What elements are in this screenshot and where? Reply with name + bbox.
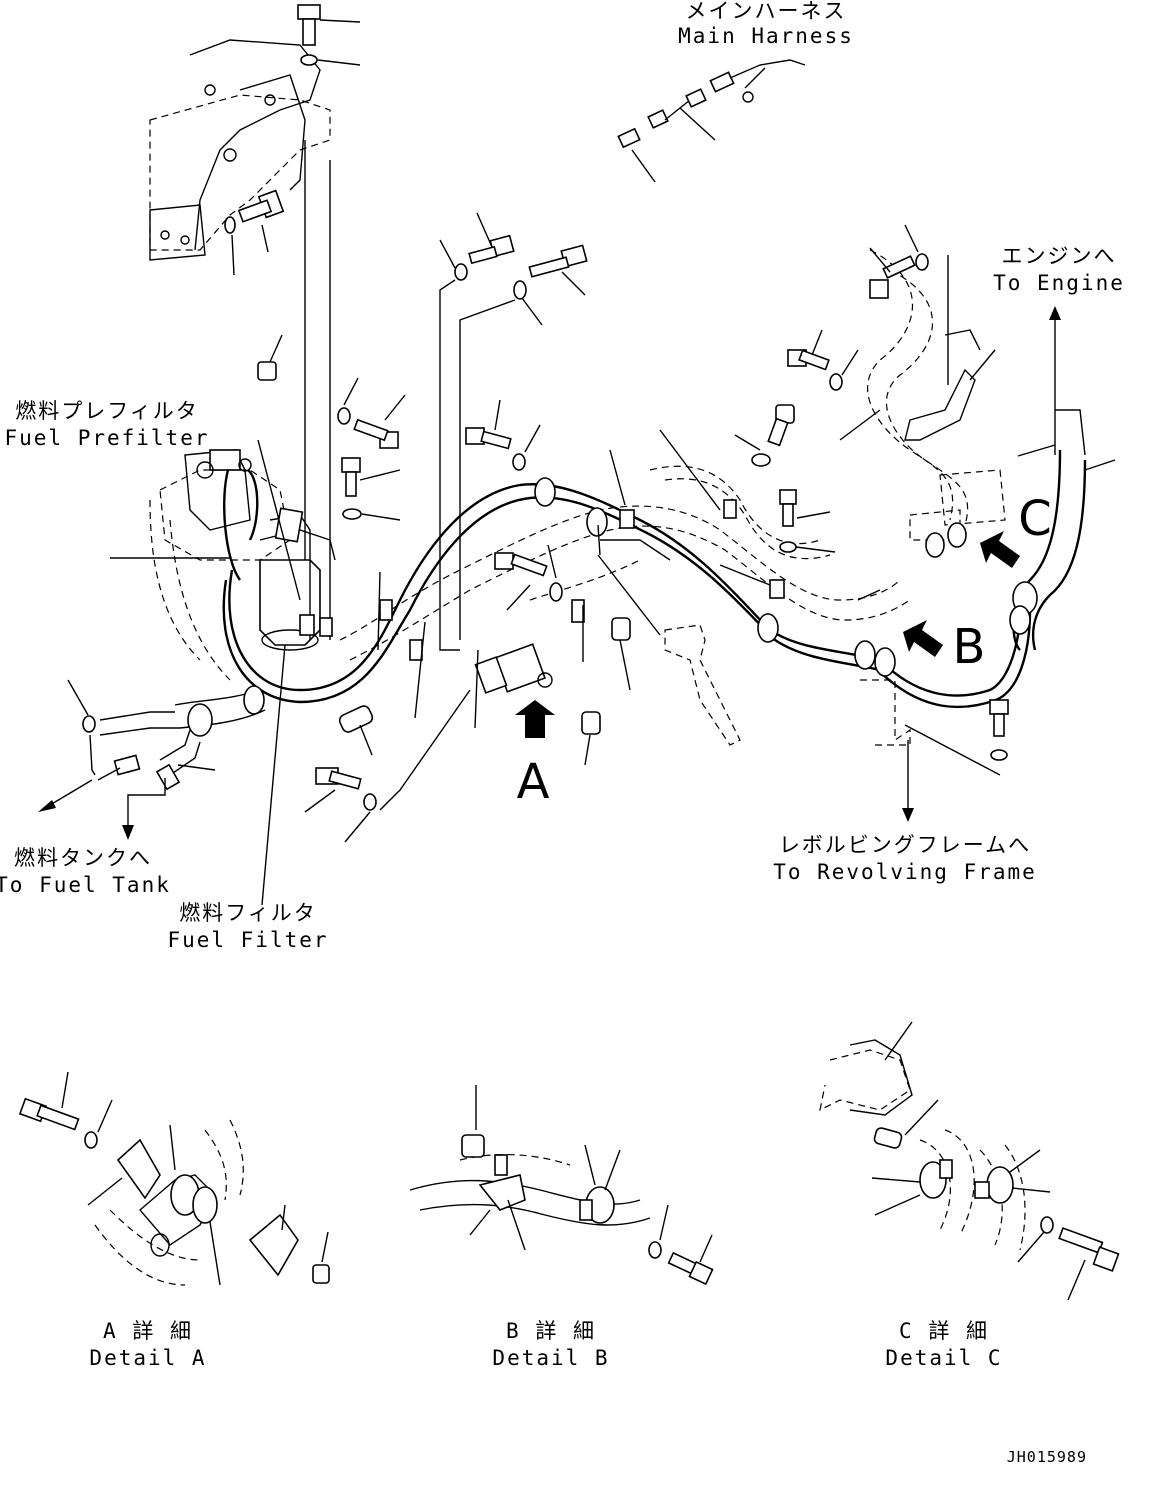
middle-fasteners <box>304 544 631 843</box>
detail-b-label: Detail B <box>492 1346 609 1370</box>
center-bolts <box>439 212 588 651</box>
detail-c-drawing <box>819 1021 1120 1301</box>
arrow-c-icon <box>980 531 1020 568</box>
detail-a-label-jp: A 詳 細 <box>103 1319 193 1343</box>
to-revolving-frame-label: To Revolving Frame <box>773 860 1037 884</box>
detail-c-label-jp: C 詳 細 <box>899 1319 989 1343</box>
to-engine-label: To Engine <box>993 271 1125 295</box>
marker-arrows <box>515 531 1020 738</box>
detail-b-label-jp: B 詳 細 <box>506 1319 596 1343</box>
detail-b-drawing <box>409 1085 714 1286</box>
marker-a: A <box>517 754 550 810</box>
main-harness-connector <box>617 59 806 183</box>
bolt-top <box>297 4 361 66</box>
tank-pipes <box>38 679 266 840</box>
lower-bracket <box>664 624 1009 776</box>
detail-a-drawing <box>18 1071 330 1286</box>
detail-a-label: Detail A <box>89 1346 206 1370</box>
mounting-bracket <box>149 39 331 261</box>
leader-lines <box>377 409 881 729</box>
marker-b: B <box>953 619 986 675</box>
bolt-left-bracket <box>224 189 285 276</box>
to-fuel-tank-label-jp: 燃料タンクへ <box>14 846 152 870</box>
arrow-a-icon <box>515 700 555 738</box>
to-engine-label-jp: エンジンへ <box>1002 244 1117 268</box>
fuel-prefilter-label-jp: 燃料プレフィルタ <box>15 399 199 423</box>
main-harness-label-jp: メインハーネス <box>686 0 847 23</box>
fuel-filter <box>257 439 321 906</box>
to-fuel-tank-label: To Fuel Tank <box>0 873 171 897</box>
prefilter-fasteners <box>257 334 541 521</box>
fuel-filter-label: Fuel Filter <box>167 928 328 952</box>
marker-c: C <box>1018 491 1052 547</box>
drawing-code: JH015989 <box>1007 1448 1087 1466</box>
arrow-b-icon <box>903 620 943 657</box>
hose-clamps <box>299 477 1038 677</box>
solenoid-valve <box>474 643 553 694</box>
direction-arrows <box>902 306 1116 822</box>
right-fasteners <box>734 224 996 553</box>
to-revolving-frame-label-jp: レボルビングフレームへ <box>779 833 1031 857</box>
detail-c-label: Detail C <box>885 1346 1002 1370</box>
fuel-filter-label-jp: 燃料フィルタ <box>179 901 317 925</box>
fuel-prefilter <box>110 449 336 681</box>
c-bracket <box>909 469 1006 558</box>
main-harness-label: Main Harness <box>678 24 854 48</box>
fuel-prefilter-label: Fuel Prefilter <box>4 426 209 450</box>
